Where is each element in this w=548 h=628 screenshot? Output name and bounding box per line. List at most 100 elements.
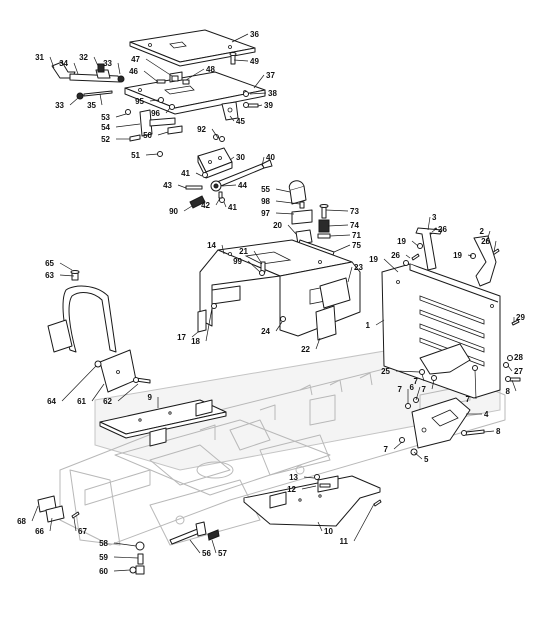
part-67-screw bbox=[71, 511, 80, 519]
callout-8: 8 bbox=[506, 387, 511, 396]
leader-line-32 bbox=[93, 56, 99, 67]
part-44-cam bbox=[210, 180, 222, 192]
callout-38: 38 bbox=[268, 89, 277, 98]
leader-line-55 bbox=[275, 188, 291, 193]
part-25-bolt bbox=[419, 369, 425, 375]
part-50-pin bbox=[167, 125, 183, 135]
leader-line-12 bbox=[301, 485, 317, 490]
leader-line-39 bbox=[257, 104, 263, 107]
leader-line-36 bbox=[231, 33, 249, 43]
callout-7: 7 bbox=[422, 385, 427, 394]
callout-71: 71 bbox=[352, 231, 361, 240]
part-19-bolt bbox=[403, 243, 476, 266]
callout-48: 48 bbox=[206, 65, 215, 74]
part-42-screw bbox=[218, 191, 223, 199]
leader-line-61 bbox=[91, 383, 105, 402]
callout-17: 17 bbox=[177, 333, 186, 342]
leader-line-56 bbox=[189, 539, 201, 554]
callout-19: 19 bbox=[369, 255, 378, 264]
leader-line-17 bbox=[191, 331, 199, 338]
leader-line-35 bbox=[99, 93, 103, 106]
leader-line-19 bbox=[383, 258, 399, 273]
leader-line-40 bbox=[261, 156, 265, 167]
callout-42: 42 bbox=[201, 201, 210, 210]
leader-line-57 bbox=[211, 539, 217, 554]
chassis-frame bbox=[59, 344, 506, 546]
callout-11: 11 bbox=[340, 537, 349, 546]
callout-97: 97 bbox=[261, 209, 270, 218]
part-2-lever bbox=[473, 235, 497, 287]
part-3-lever bbox=[415, 227, 443, 271]
part-46-pin bbox=[156, 79, 166, 84]
callout-55: 55 bbox=[261, 185, 270, 194]
leader-line-22 bbox=[315, 337, 321, 350]
part-32-spring bbox=[97, 63, 105, 73]
part-17-bracket bbox=[197, 309, 207, 333]
callout-5: 5 bbox=[424, 455, 429, 464]
callout-68: 68 bbox=[17, 517, 26, 526]
callout-30: 30 bbox=[236, 153, 245, 162]
leader-line-26 bbox=[405, 254, 411, 259]
part-56-rod bbox=[169, 521, 207, 545]
part-71-nut bbox=[317, 233, 331, 239]
leader-line-47 bbox=[145, 58, 173, 77]
callout-75: 75 bbox=[352, 241, 361, 250]
callout-28: 28 bbox=[514, 353, 523, 362]
callout-26: 26 bbox=[391, 251, 400, 260]
leader-line-53 bbox=[115, 113, 127, 118]
callout-7: 7 bbox=[398, 385, 403, 394]
callout-7: 7 bbox=[384, 445, 389, 454]
callout-21: 21 bbox=[239, 247, 248, 256]
callout-74: 74 bbox=[350, 221, 359, 230]
callout-90: 90 bbox=[169, 207, 178, 216]
callout-40: 40 bbox=[266, 153, 275, 162]
leader-line-67 bbox=[73, 517, 77, 532]
callout-24: 24 bbox=[261, 327, 270, 336]
callout-43: 43 bbox=[163, 181, 172, 190]
leader-line-34 bbox=[73, 62, 79, 75]
leader-line-54 bbox=[115, 123, 141, 128]
callout-29: 29 bbox=[516, 313, 525, 322]
part-73-bolt bbox=[319, 204, 329, 219]
leader-line-18 bbox=[205, 307, 213, 342]
callout-73: 73 bbox=[350, 207, 359, 216]
callout-45: 45 bbox=[236, 117, 245, 126]
leader-line-2 bbox=[485, 230, 491, 245]
leader-line-7 bbox=[431, 379, 435, 390]
leader-line-51 bbox=[145, 153, 159, 156]
leader-line-63 bbox=[59, 274, 75, 277]
part-53-bolt bbox=[125, 109, 131, 115]
callout-22: 22 bbox=[301, 345, 310, 354]
callout-32: 32 bbox=[79, 53, 88, 62]
callout-62: 62 bbox=[103, 397, 112, 406]
part-66-bracket bbox=[45, 505, 65, 523]
callout-65: 65 bbox=[45, 259, 54, 268]
callout-25: 25 bbox=[381, 367, 390, 376]
callout-33: 33 bbox=[55, 101, 64, 110]
callout-50: 50 bbox=[143, 131, 152, 140]
leader-line-41 bbox=[223, 201, 227, 208]
part-33-knob bbox=[76, 75, 125, 100]
leader-line-97 bbox=[275, 212, 295, 215]
leader-line-45 bbox=[229, 115, 235, 122]
part-1-side-panel bbox=[381, 263, 501, 399]
callout-8: 8 bbox=[496, 427, 501, 436]
callout-66: 66 bbox=[35, 527, 44, 536]
part-28-nut bbox=[507, 355, 513, 361]
leader-line-5 bbox=[413, 451, 423, 460]
callout-3: 3 bbox=[432, 213, 437, 222]
leader-line-7 bbox=[393, 441, 403, 450]
callout-61: 61 bbox=[77, 397, 86, 406]
leader-line-48 bbox=[185, 68, 205, 81]
leader-line-1 bbox=[375, 319, 385, 326]
leader-line-90 bbox=[183, 205, 193, 212]
leader-line-6 bbox=[415, 386, 421, 401]
leader-line-26 bbox=[493, 240, 497, 253]
part-45-bracket bbox=[221, 101, 239, 121]
callout-19: 19 bbox=[453, 251, 462, 260]
callout-7: 7 bbox=[414, 377, 419, 386]
leader-line-74 bbox=[327, 224, 349, 227]
callout-33: 33 bbox=[103, 59, 112, 68]
